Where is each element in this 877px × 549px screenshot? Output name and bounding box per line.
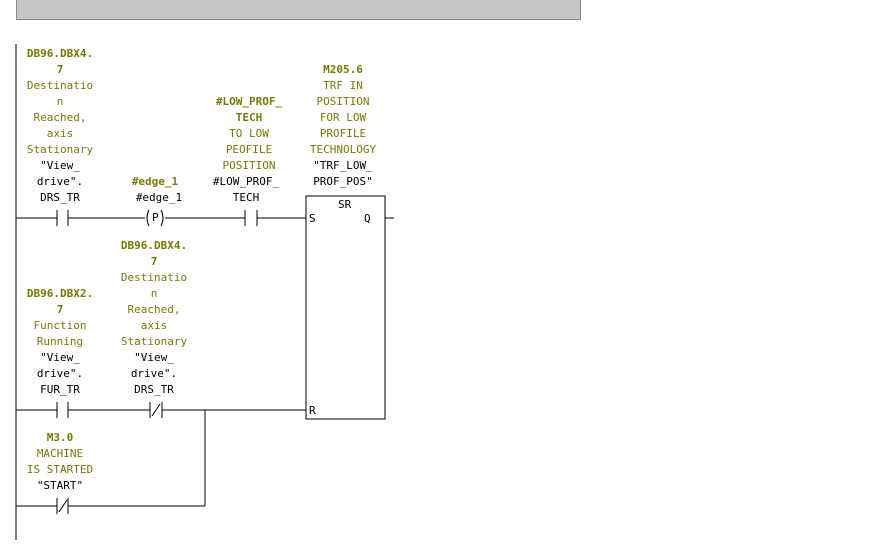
contact-c1-symbol: "View_ drive". DRS_TR [36, 159, 84, 204]
contact-c6-nc[interactable] [56, 498, 69, 514]
contact-c3[interactable] [244, 210, 258, 226]
contact-c5-comment: Destinatio n Reached, axis Stationary [120, 271, 188, 348]
contact-c2-address: #edge_1 [131, 175, 179, 188]
contact-c4[interactable] [56, 402, 69, 418]
contact-c6-address: M3.0 [46, 431, 74, 444]
contact-c2-pedge[interactable] [146, 209, 164, 227]
contact-c4-comment: Function Running [33, 319, 87, 348]
sr-title: SR [338, 198, 352, 211]
sr-pin-r: R [309, 404, 316, 417]
contact-c6-comment: MACHINE IS STARTED [26, 447, 94, 476]
contact-c2-symbol: #edge_1 [135, 191, 183, 204]
contact-c6-symbol: "START" [36, 479, 84, 492]
contact-c3-symbol: #LOW_PROF_ TECH [212, 175, 280, 204]
contact-c5-symbol: "View_ drive". DRS_TR [130, 351, 178, 396]
sr-address: M205.6 [323, 63, 363, 76]
sr-symbol: "TRF_LOW_ PROF_POS" [313, 159, 373, 188]
contact-c3-comment: TO LOW PEOFILE POSITION [222, 127, 276, 172]
contact-c4-address: DB96.DBX2. 7 [26, 287, 94, 316]
contact-c3-address: #LOW_PROF_ TECH [215, 95, 283, 124]
contact-c5-address: DB96.DBX4. 7 [120, 239, 188, 268]
contact-c4-symbol: "View_ drive". FUR_TR [36, 351, 84, 396]
sr-comment: TRF IN POSITION FOR LOW PROFILE TECHNOLO… [309, 79, 377, 156]
contact-c1[interactable] [56, 210, 69, 226]
network-header-bar [16, 0, 581, 20]
sr-pin-s: S [309, 212, 316, 225]
contact-c1-comment: Destinatio n Reached, axis Stationary [26, 79, 94, 156]
contact-c1-address: DB96.DBX4. 7 [26, 47, 94, 76]
edge-p-label: P [152, 211, 159, 224]
sr-pin-q: Q [364, 212, 371, 225]
contact-c5-nc[interactable] [149, 402, 163, 418]
sr-block[interactable] [305, 195, 386, 420]
